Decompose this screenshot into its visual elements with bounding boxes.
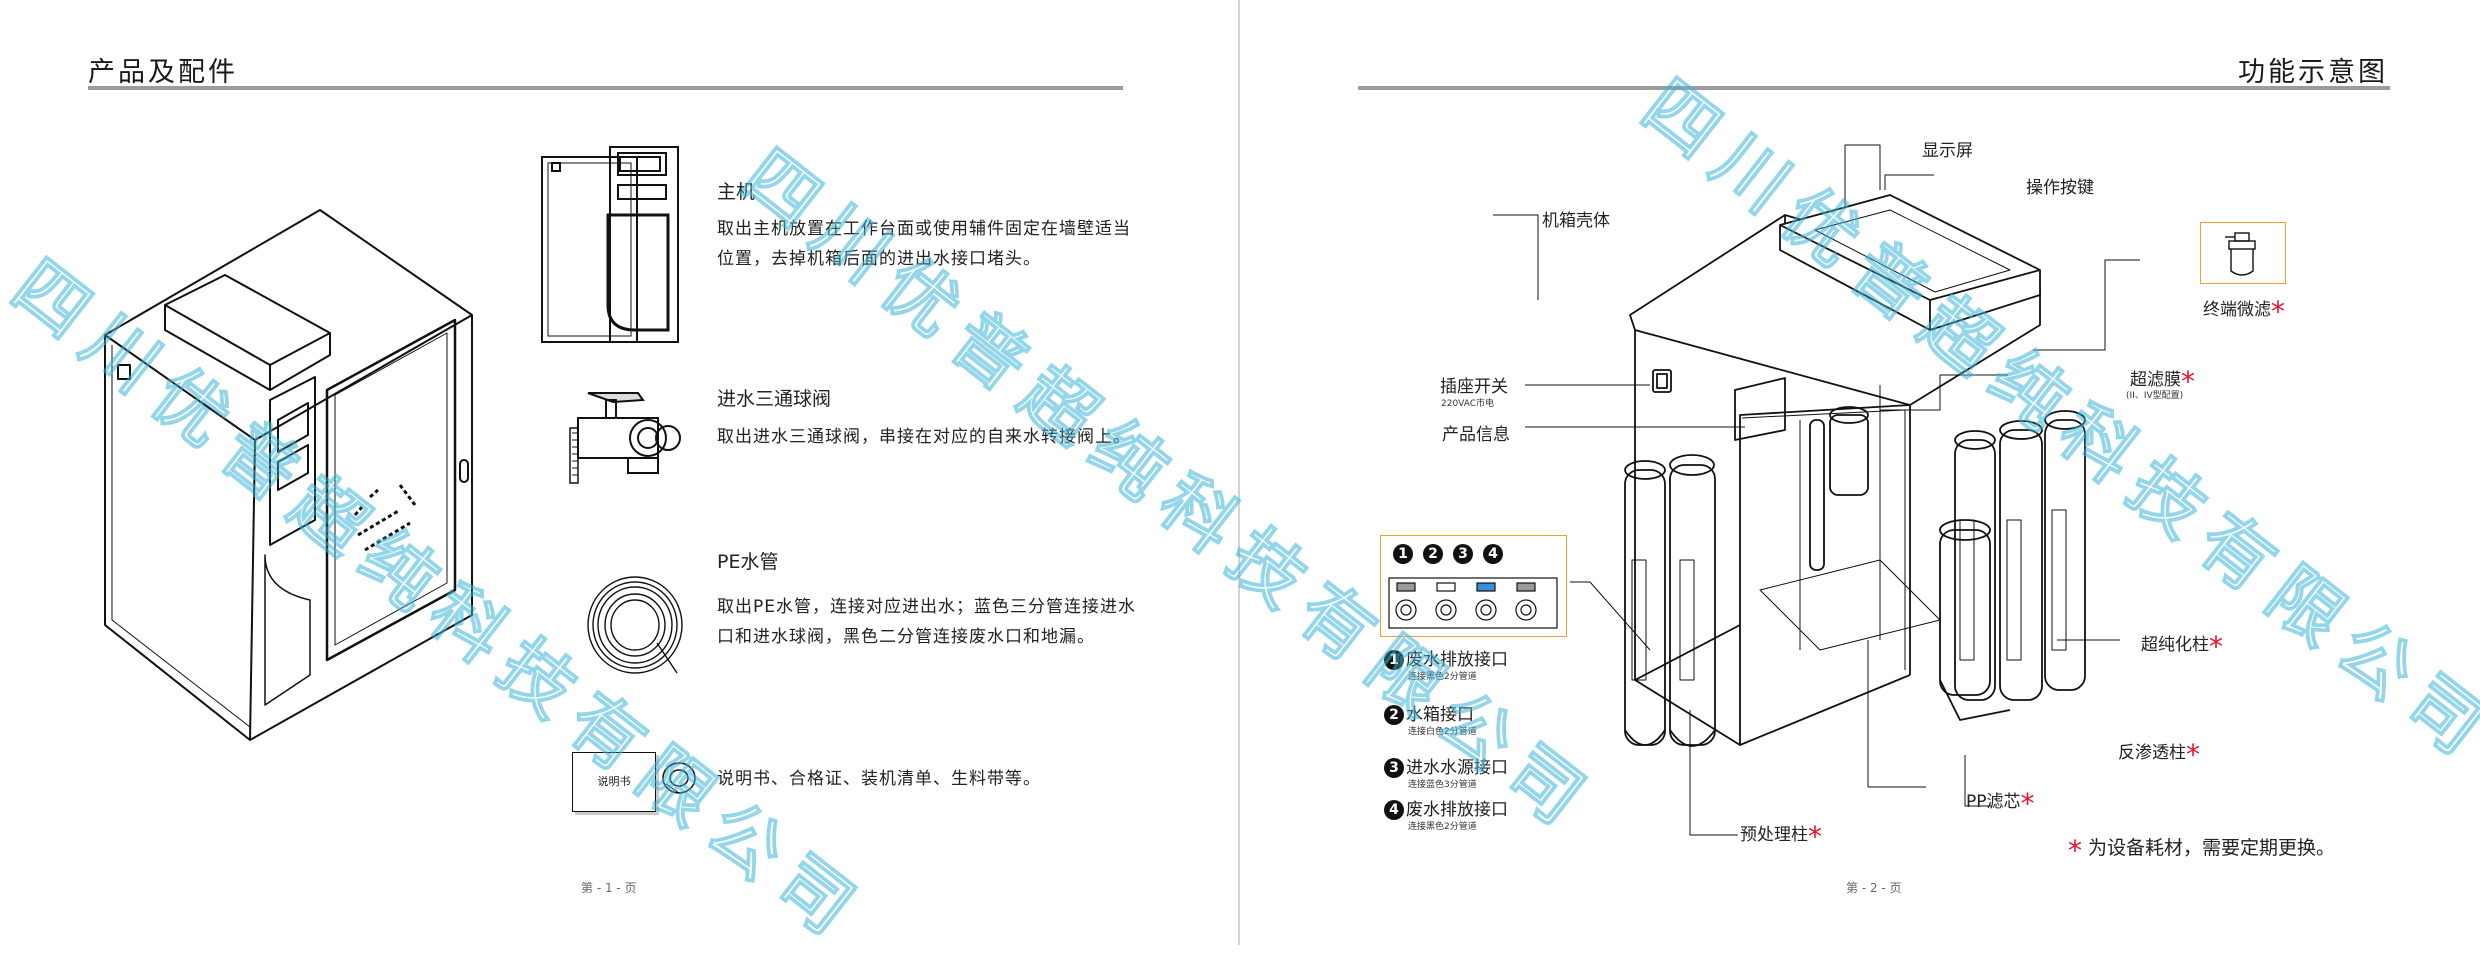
port-number: 3 — [1453, 544, 1473, 564]
note-text: 为设备耗材，需要定期更换。 — [2088, 837, 2336, 859]
label-display: 显示屏 — [1922, 141, 1973, 161]
manual-label: 说明书 — [597, 775, 631, 788]
manual-booklet: 说明书 — [572, 752, 656, 812]
consumable-star: * — [2020, 787, 2035, 820]
consumable-star: * — [2181, 365, 2195, 398]
item-desc-pe-tube: 取出PE水管，连接对应进出水；蓝色三分管连接进水口和进水球阀，黑色二分管连接废水… — [717, 597, 1136, 647]
item-title-host: 主机 — [717, 181, 756, 203]
port-badge: 4 — [1384, 800, 1404, 820]
label-uf-sub: (II、IV型配置) — [2126, 391, 2184, 401]
port-name: 水箱接口 — [1406, 705, 1474, 725]
item-desc-valve: 取出进水三通球阀，串接在对应的自来水转接阀上。 — [717, 427, 1131, 447]
port-panel-box: 1 2 3 4 — [1380, 535, 1567, 637]
page-number: 第 - 2 - 页 — [1846, 881, 1902, 895]
port-number-row: 1 2 3 4 — [1393, 544, 1505, 564]
port-badge: 2 — [1384, 705, 1404, 725]
consumable-star: * — [2186, 738, 2200, 771]
port-number: 1 — [1393, 544, 1413, 564]
port-badge: 1 — [1384, 650, 1404, 670]
label-terminal-filter: 终端微滤* — [2203, 295, 2285, 328]
label-pretreat: 预处理柱* — [1740, 820, 1822, 853]
terminal-filter-box — [2200, 222, 2286, 284]
label-socket-switch: 插座开关 — [1440, 377, 1508, 397]
consumable-star: * — [2209, 630, 2223, 663]
function-diagram — [1493, 144, 2140, 836]
pe-tube-illustration — [587, 576, 683, 674]
consumable-note: * 为设备耗材，需要定期更换。 — [2068, 833, 2336, 865]
label-buttons: 操作按键 — [2026, 178, 2094, 198]
left-page: 产品及配件 — [0, 0, 1238, 945]
heading-rule — [88, 86, 1123, 90]
port-sub: 连接白色2分管道 — [1408, 727, 1477, 737]
label-housing: 机箱壳体 — [1542, 211, 1610, 231]
host-illustration — [541, 146, 679, 343]
main-unit-illustration — [104, 209, 473, 741]
port-number: 2 — [1423, 544, 1443, 564]
item-title-valve: 进水三通球阀 — [717, 388, 832, 410]
port-name: 废水排放接口 — [1406, 650, 1508, 670]
page-number: 第 - 1 - 页 — [581, 881, 637, 895]
book-spine — [1238, 0, 1240, 945]
consumable-star: * — [2271, 295, 2285, 328]
page-heading: 产品及配件 — [88, 57, 238, 88]
item-desc-accessories: 说明书、合格证、装机清单、生料带等。 — [717, 769, 1041, 789]
terminal-filter-icon — [2225, 232, 2256, 276]
port-sub: 连接黑色2分管道 — [1408, 822, 1477, 832]
port-name: 废水排放接口 — [1406, 800, 1508, 820]
port-badge: 3 — [1384, 758, 1404, 778]
consumable-star: * — [1808, 820, 1822, 853]
label-ro: 反渗透柱* — [2118, 738, 2200, 771]
port-number: 4 — [1483, 544, 1503, 564]
valve-illustration — [569, 392, 681, 484]
label-product-info: 产品信息 — [1442, 425, 1510, 445]
port-sub: 连接黑色2分管道 — [1408, 672, 1477, 682]
label-ultrapure: 超纯化柱* — [2141, 630, 2223, 663]
item-desc-host: 取出主机放置在工作台面或使用辅件固定在墙壁适当位置，去掉机箱后面的进出水接口堵头… — [717, 219, 1131, 269]
label-uf-membrane: 超滤膜* — [2130, 365, 2195, 398]
heading-rule — [1358, 86, 2390, 90]
page-heading: 功能示意图 — [2238, 57, 2388, 88]
consumable-star: * — [2068, 834, 2082, 867]
label-socket-sub: 220VAC市电 — [1441, 399, 1495, 409]
port-name: 进水水源接口 — [1406, 758, 1508, 778]
right-page: 功能示意图 — [1240, 0, 2480, 945]
port-sub: 连接蓝色3分管道 — [1408, 780, 1477, 790]
item-title-pe-tube: PE水管 — [717, 551, 779, 573]
label-pp: PP滤芯* — [1966, 787, 2035, 820]
port-panel-icon — [1388, 577, 1558, 629]
tape-roll-icon — [662, 762, 696, 794]
